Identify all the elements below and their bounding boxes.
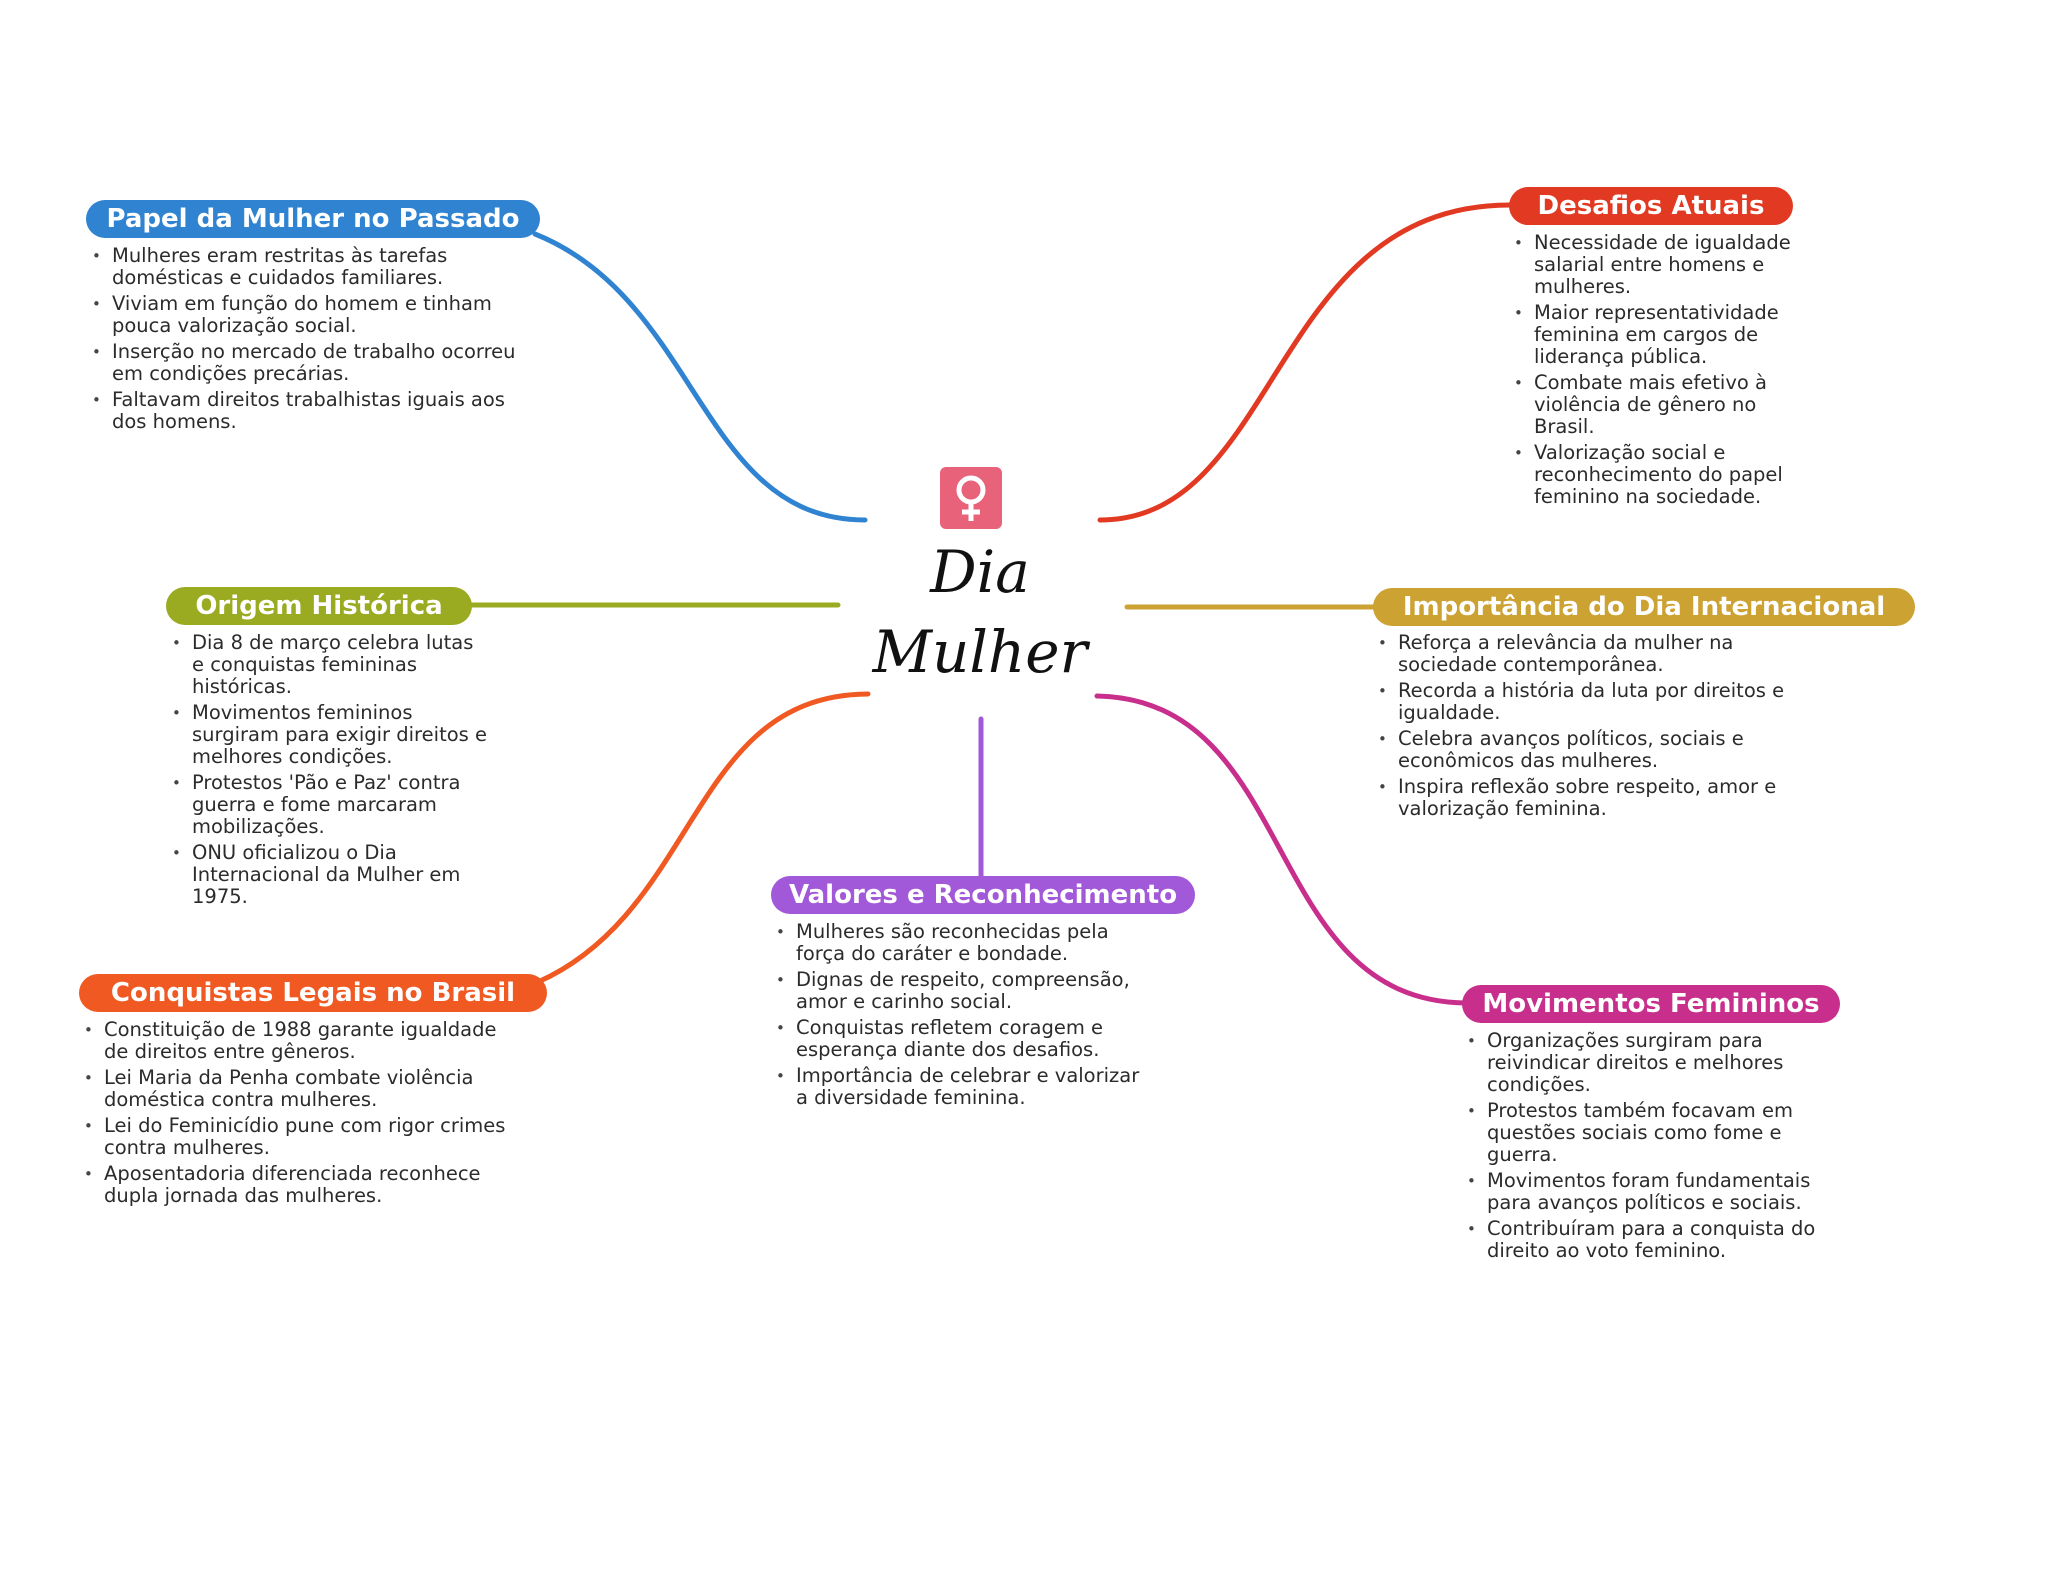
- list-item: Lei Maria da Penha combate violência dom…: [80, 1067, 520, 1111]
- topic-origem-bullets: Dia 8 de março celebra lutas e conquista…: [168, 632, 488, 912]
- topic-desafios-bullets: Necessidade de igualdade salarial entre …: [1510, 232, 1810, 512]
- list-item: Combate mais efetivo à violência de gêne…: [1510, 372, 1810, 438]
- list-item: Necessidade de igualdade salarial entre …: [1510, 232, 1810, 298]
- list-item: Dignas de respeito, compreensão, amor e …: [772, 969, 1152, 1013]
- central-topic-line2: Mulher: [872, 618, 1088, 686]
- topic-valores-reconhecimento[interactable]: Valores e Reconhecimento: [771, 876, 1195, 914]
- central-topic: Dia Mulher: [850, 532, 1110, 692]
- connector-conquistas: [535, 691, 871, 985]
- topic-origem-historica[interactable]: Origem Histórica: [166, 587, 472, 625]
- topic-conquistas-legais[interactable]: Conquistas Legais no Brasil: [79, 974, 547, 1012]
- list-item: Reforça a relevância da mulher na socied…: [1374, 632, 1794, 676]
- topic-valores-bullets: Mulheres são reconhecidas pela força do …: [772, 921, 1152, 1113]
- topic-movimentos-femininos[interactable]: Movimentos Femininos: [1462, 985, 1840, 1023]
- connector-desafios: [1097, 202, 1513, 523]
- list-item: Protestos 'Pão e Paz' contra guerra e fo…: [168, 772, 488, 838]
- topic-papel-da-mulher[interactable]: Papel da Mulher no Passado: [86, 200, 540, 238]
- list-item: Mulheres são reconhecidas pela força do …: [772, 921, 1152, 965]
- list-item: Contribuíram para a conquista do direito…: [1463, 1218, 1833, 1262]
- topic-importancia-dia[interactable]: Importância do Dia Internacional: [1373, 588, 1915, 626]
- connector-movimentos: [1094, 693, 1468, 1006]
- list-item: Maior representatividade feminina em car…: [1510, 302, 1810, 368]
- list-item: Viviam em função do homem e tinham pouca…: [88, 293, 528, 337]
- connector-papel: [532, 231, 868, 523]
- list-item: Movimentos femininos surgiram para exigi…: [168, 702, 488, 768]
- topic-conquistas-bullets: Constituição de 1988 garante igualdade d…: [80, 1019, 520, 1211]
- list-item: Constituição de 1988 garante igualdade d…: [80, 1019, 520, 1063]
- central-topic-line1: Dia: [930, 538, 1030, 606]
- list-item: Movimentos foram fundamentais para avanç…: [1463, 1170, 1833, 1214]
- topic-movimentos-bullets: Organizações surgiram para reivindicar d…: [1463, 1030, 1833, 1266]
- list-item: ONU oficializou o Dia Internacional da M…: [168, 842, 488, 908]
- list-item: Conquistas refletem coragem e esperança …: [772, 1017, 1152, 1061]
- topic-importancia-bullets: Reforça a relevância da mulher na socied…: [1374, 632, 1794, 824]
- list-item: Lei do Feminicídio pune com rigor crimes…: [80, 1115, 520, 1159]
- list-item: Importância de celebrar e valorizar a di…: [772, 1065, 1152, 1109]
- female-symbol-icon: [940, 467, 1002, 529]
- list-item: Inserção no mercado de trabalho ocorreu …: [88, 341, 528, 385]
- list-item: Protestos também focavam em questões soc…: [1463, 1100, 1833, 1166]
- list-item: Inspira reflexão sobre respeito, amor e …: [1374, 776, 1794, 820]
- list-item: Valorização social e reconhecimento do p…: [1510, 442, 1810, 508]
- list-item: Faltavam direitos trabalhistas iguais ao…: [88, 389, 528, 433]
- topic-desafios-atuais[interactable]: Desafios Atuais: [1509, 187, 1793, 225]
- list-item: Celebra avanços políticos, sociais e eco…: [1374, 728, 1794, 772]
- list-item: Aposentadoria diferenciada reconhece dup…: [80, 1163, 520, 1207]
- list-item: Mulheres eram restritas às tarefas domés…: [88, 245, 528, 289]
- list-item: Dia 8 de março celebra lutas e conquista…: [168, 632, 488, 698]
- topic-papel-bullets: Mulheres eram restritas às tarefas domés…: [88, 245, 528, 437]
- list-item: Recorda a história da luta por direitos …: [1374, 680, 1794, 724]
- list-item: Organizações surgiram para reivindicar d…: [1463, 1030, 1833, 1096]
